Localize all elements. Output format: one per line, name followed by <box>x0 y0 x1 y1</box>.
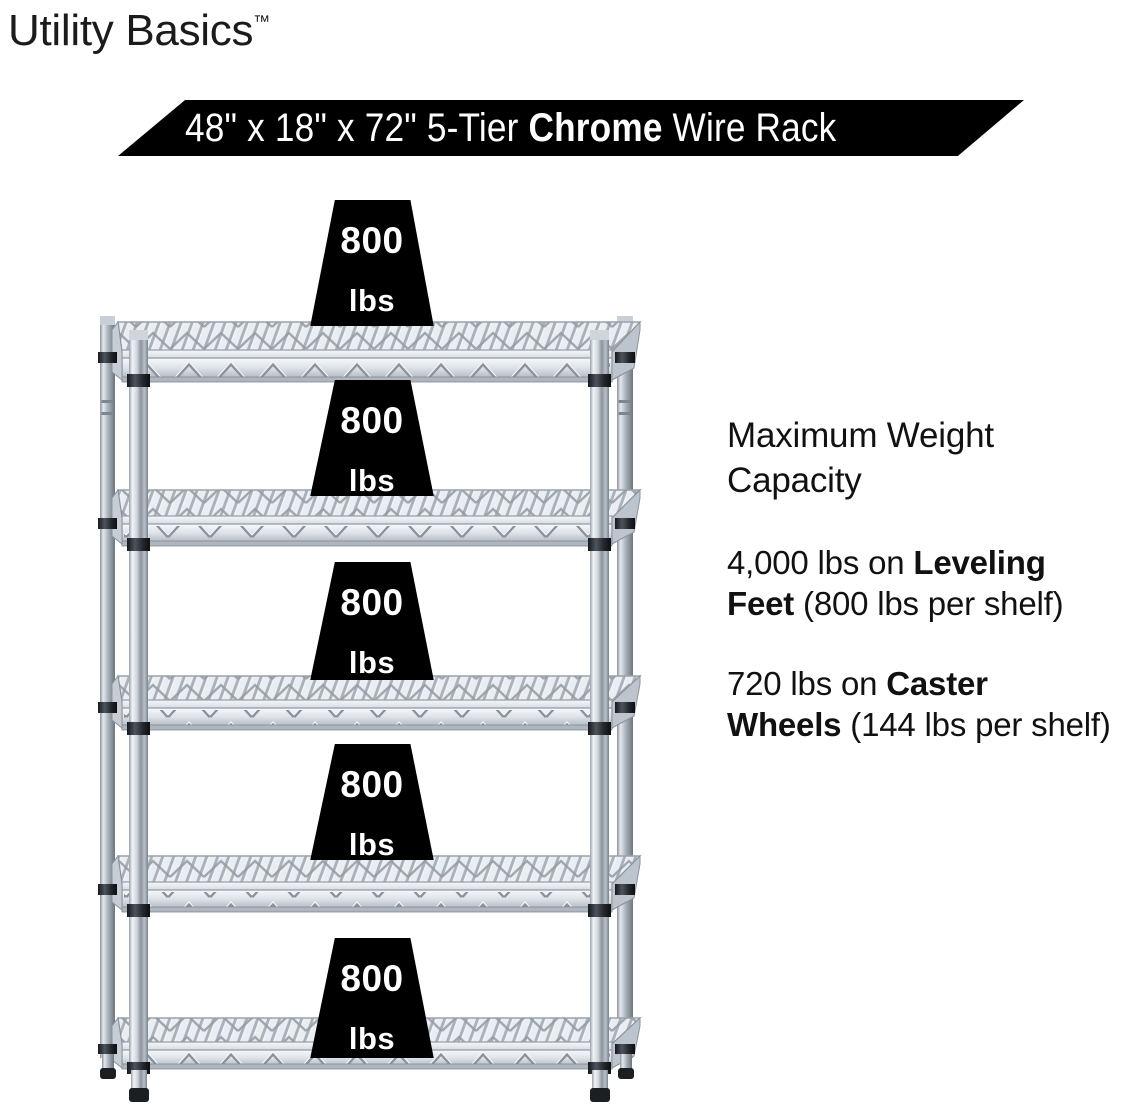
post-rear-left <box>100 316 115 1058</box>
weight-badge-shelf-3: 800 lbs <box>310 562 434 680</box>
spec-caster-wheels: 720 lbs on Caster Wheels (144 lbs per sh… <box>727 663 1111 746</box>
weight-badge-shelf-4: 800 lbs <box>310 744 434 862</box>
caster-per-shelf: (144 lbs per shelf) <box>841 706 1111 744</box>
banner-product: Wire Rack <box>672 105 837 150</box>
caster-total: 720 lbs on <box>727 664 887 702</box>
shelf-4 <box>111 854 642 913</box>
trademark-symbol: ™ <box>253 12 271 31</box>
shelf-3 <box>111 674 642 731</box>
title-banner-text: 48" x 18" x 72" 5-Tier Chrome Wire Rack <box>185 103 889 153</box>
badge-value: 800 <box>340 582 404 623</box>
weight-badge-shelf-2: 800 lbs <box>310 380 434 498</box>
weight-badge-shelf-5: 800 lbs <box>310 938 434 1058</box>
specs-panel: Maximum Weight Capacity 4,000 lbs on Lev… <box>727 414 1111 746</box>
brand-wordmark: Utility Basics™ <box>8 6 270 56</box>
badge-value: 800 <box>340 400 404 441</box>
leveling-per-shelf: (800 lbs per shelf) <box>794 585 1064 623</box>
badge-unit: lbs <box>348 645 396 680</box>
badge-value: 800 <box>340 220 404 261</box>
badge-unit: lbs <box>348 1021 396 1056</box>
banner-material: Chrome <box>528 105 663 150</box>
weight-badge-shelf-1: 800 lbs <box>310 200 434 326</box>
shelf-5 <box>111 1016 642 1070</box>
caster-label: Caster Wheels <box>727 664 988 744</box>
shelf-1 <box>111 320 642 383</box>
badge-unit: lbs <box>348 463 396 498</box>
leveling-total: 4,000 lbs on <box>727 543 914 581</box>
post-front-right <box>590 330 609 1070</box>
leveling-feet <box>100 1054 634 1102</box>
product-image-wire-rack <box>98 316 642 1102</box>
spec-leveling-feet: 4,000 lbs on Leveling Feet (800 lbs per … <box>727 542 1111 625</box>
leveling-label: Leveling Feet <box>727 543 1046 623</box>
badge-value: 800 <box>340 958 404 999</box>
banner-dimensions: 48" x 18" x 72" <box>185 105 417 150</box>
badge-unit: lbs <box>348 827 396 862</box>
specs-heading: Maximum Weight Capacity <box>727 416 994 500</box>
title-banner <box>118 100 1024 156</box>
badge-value: 800 <box>340 764 404 805</box>
brand-name: Utility Basics <box>8 6 254 55</box>
wire-rack-illustration <box>98 316 642 1102</box>
post-front-left <box>129 330 148 1070</box>
badge-unit: lbs <box>348 283 396 318</box>
banner-tier: 5-Tier <box>426 105 519 150</box>
shelf-2 <box>111 488 642 547</box>
post-collars <box>98 352 635 1074</box>
